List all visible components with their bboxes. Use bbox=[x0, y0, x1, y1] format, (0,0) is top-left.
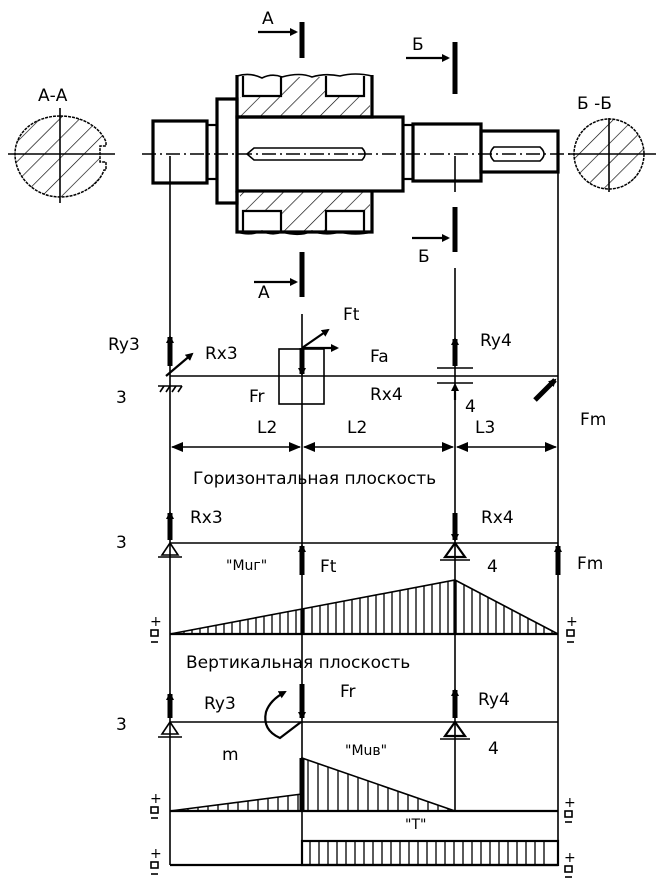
ft-arrow bbox=[301, 328, 330, 349]
vertical-plane: Вертикальная плоскость Ry3 3 m Fr Ry4 4 … bbox=[116, 653, 576, 878]
h-support-3-pin bbox=[160, 541, 180, 556]
fm-label: Fm bbox=[580, 410, 606, 430]
v-sign-left-moment: + bbox=[150, 791, 162, 819]
h-support-4-label: 4 bbox=[487, 557, 498, 577]
svg-text:+: + bbox=[564, 795, 576, 811]
cut-a-top-label: А bbox=[262, 9, 274, 29]
v-moment-m-arrow bbox=[264, 691, 302, 740]
v-ry3-label: Ry3 bbox=[204, 694, 236, 714]
keyway-left bbox=[245, 147, 366, 161]
support-4-label: 4 bbox=[465, 397, 476, 417]
section-aa: А-А bbox=[8, 86, 115, 203]
rx4-label: Rx4 bbox=[370, 385, 403, 405]
cut-b-bottom-label: Б bbox=[418, 247, 430, 267]
v-support-4-label: 4 bbox=[488, 739, 499, 759]
dim-l2-right-label: L2 bbox=[347, 418, 367, 438]
horizontal-plane-title: Горизонтальная плоскость bbox=[193, 469, 436, 489]
collar bbox=[215, 97, 239, 205]
v-m-label: m bbox=[222, 745, 239, 765]
section-bb: Б -Б bbox=[568, 94, 656, 192]
force-scheme: Ry3 Rx3 3 Ft Fa Fr Ry4 Rx4 4 Fm L2 L2 L3 bbox=[108, 305, 606, 452]
ry3-label: Ry3 bbox=[108, 335, 140, 355]
h-support-4-pin bbox=[442, 541, 468, 559]
support-3-hatch bbox=[159, 385, 183, 393]
hub-top-break bbox=[236, 73, 373, 79]
v-sign-right-torque: + bbox=[564, 850, 576, 878]
dim-l3-label: L3 bbox=[475, 418, 495, 438]
cut-a-bottom-label: А bbox=[258, 283, 270, 303]
torque-label: "Т" bbox=[405, 817, 426, 833]
support-3-label: 3 bbox=[116, 388, 127, 408]
horizontal-plane: Горизонтальная плоскость Rx3 3 Ft "Мuг" … bbox=[116, 469, 603, 643]
rx3-arrow bbox=[165, 352, 194, 377]
h-sign-right: + bbox=[566, 614, 578, 643]
torque-hatch bbox=[309, 841, 545, 865]
keyway-right bbox=[489, 146, 545, 162]
v-moment-hatch bbox=[177, 760, 449, 811]
section-bb-title: Б -Б bbox=[577, 94, 612, 114]
fa-label: Fa bbox=[370, 347, 389, 367]
ft-label: Ft bbox=[343, 305, 360, 325]
h-moment-hatch bbox=[175, 580, 553, 634]
right-journal bbox=[411, 122, 483, 183]
shaft-assembly bbox=[142, 73, 570, 236]
h-rx4-label: Rx4 bbox=[481, 508, 514, 528]
hub-top-mid-hatch bbox=[282, 77, 326, 97]
rx3-label: Rx3 bbox=[205, 344, 238, 364]
dim-l2-left-label: L2 bbox=[257, 418, 277, 438]
h-fm-label: Fm bbox=[577, 554, 603, 574]
h-sign-left: + bbox=[150, 614, 162, 643]
v-fr-label: Fr bbox=[340, 682, 356, 702]
ry4-label: Ry4 bbox=[480, 331, 512, 351]
v-sign-left-torque: + bbox=[150, 846, 162, 875]
hub-bottom-break bbox=[236, 230, 373, 236]
h-moment-diagram bbox=[169, 579, 559, 635]
torque-diagram bbox=[300, 839, 560, 867]
v-moment-left-diagram bbox=[169, 793, 303, 812]
v-ry4-label: Ry4 bbox=[478, 690, 510, 710]
output-end bbox=[479, 129, 560, 174]
v-sign-right-moment: + bbox=[564, 795, 576, 823]
v-support-3-pin bbox=[160, 720, 180, 735]
svg-text:+: + bbox=[150, 614, 162, 630]
section-aa-title: А-А bbox=[38, 86, 68, 106]
hub-bottom-outline bbox=[235, 191, 374, 234]
v-support-3-label: 3 bbox=[116, 715, 127, 735]
svg-text:+: + bbox=[150, 846, 162, 862]
svg-text:+: + bbox=[566, 614, 578, 630]
cut-a: А А bbox=[254, 9, 305, 303]
cut-b: Б Б bbox=[406, 35, 458, 267]
hub-top-hatch bbox=[240, 97, 370, 117]
h-support-3-label: 3 bbox=[116, 533, 127, 553]
left-journal bbox=[151, 119, 209, 185]
hub-bottom-hatch bbox=[240, 191, 370, 211]
cut-b-top-label: Б bbox=[412, 35, 424, 55]
v-support-4-pin bbox=[442, 720, 468, 738]
h-moment-label: "Мuг" bbox=[226, 558, 267, 574]
fm-arrow bbox=[533, 378, 557, 402]
fr-label: Fr bbox=[249, 387, 265, 407]
h-rx3-label: Rx3 bbox=[190, 508, 223, 528]
v-moment-label: "Мuв" bbox=[345, 743, 387, 759]
vertical-plane-title: Вертикальная плоскость bbox=[186, 653, 410, 673]
svg-text:+: + bbox=[150, 791, 162, 807]
svg-text:+: + bbox=[564, 850, 576, 866]
h-ft-label: Ft bbox=[320, 557, 337, 577]
hub-bottom-mid-hatch bbox=[282, 211, 326, 231]
